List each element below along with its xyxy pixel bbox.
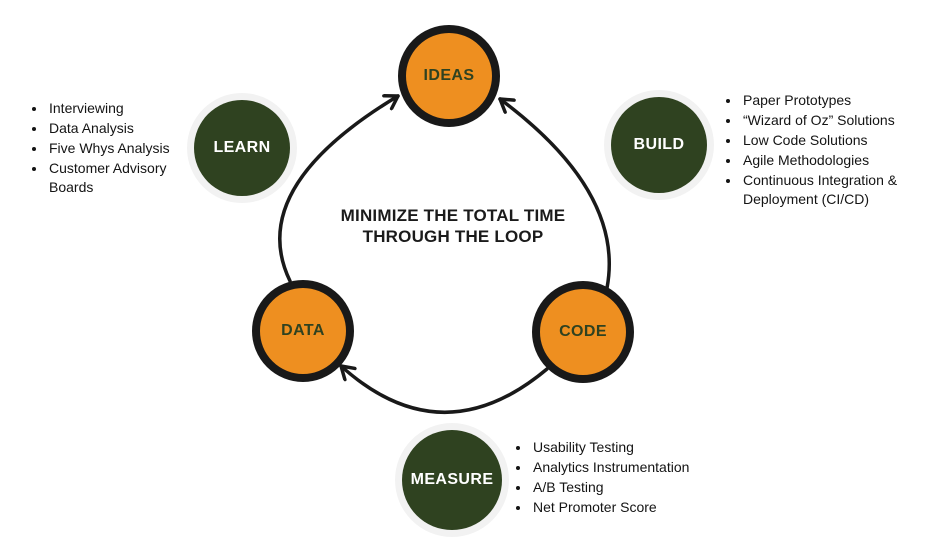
node-measure-label: MEASURE	[410, 471, 494, 488]
learn-methods-list: Interviewing Data Analysis Five Whys Ana…	[30, 99, 205, 198]
node-build-label: BUILD	[633, 136, 685, 153]
arrow-code-to-ideas	[498, 97, 612, 290]
node-measure: MEASURE	[402, 430, 502, 530]
list-item: Five Whys Analysis	[47, 139, 205, 158]
center-label-line1: MINIMIZE THE TOTAL TIME	[340, 206, 566, 225]
node-code: CODE	[532, 281, 634, 383]
list-item: Net Promoter Score	[531, 498, 695, 517]
list-item: Low Code Solutions	[741, 131, 928, 150]
node-build: BUILD	[611, 97, 707, 193]
list-item: A/B Testing	[531, 478, 695, 497]
list-item: Agile Methodologies	[741, 151, 928, 170]
center-label: MINIMIZE THE TOTAL TIME THROUGH THE LOOP	[313, 205, 593, 247]
node-ideas: IDEAS	[398, 25, 500, 127]
node-data: DATA	[252, 280, 354, 382]
node-data-label: DATA	[281, 322, 325, 339]
measure-methods-list: Usability Testing Analytics Instrumentat…	[514, 438, 695, 518]
arrow-data-to-ideas	[278, 96, 400, 283]
arrow-code-to-data	[339, 364, 549, 414]
node-learn: LEARN	[194, 100, 290, 196]
list-item: Usability Testing	[531, 438, 695, 457]
node-ideas-label: IDEAS	[423, 67, 475, 84]
build-methods-list: Paper Prototypes “Wizard of Oz” Solution…	[724, 91, 928, 210]
list-item: Interviewing	[47, 99, 205, 118]
node-code-label: CODE	[559, 323, 607, 340]
list-item: Paper Prototypes	[741, 91, 928, 110]
center-label-line2: THROUGH THE LOOP	[362, 227, 544, 246]
node-learn-label: LEARN	[213, 139, 271, 156]
list-item: Analytics Instrumentation	[531, 458, 695, 477]
list-item: Customer Advisory Boards	[47, 159, 205, 197]
list-item: “Wizard of Oz” Solutions	[741, 111, 928, 130]
list-item: Continuous Integration & Deployment (CI/…	[741, 171, 928, 209]
list-item: Data Analysis	[47, 119, 205, 138]
